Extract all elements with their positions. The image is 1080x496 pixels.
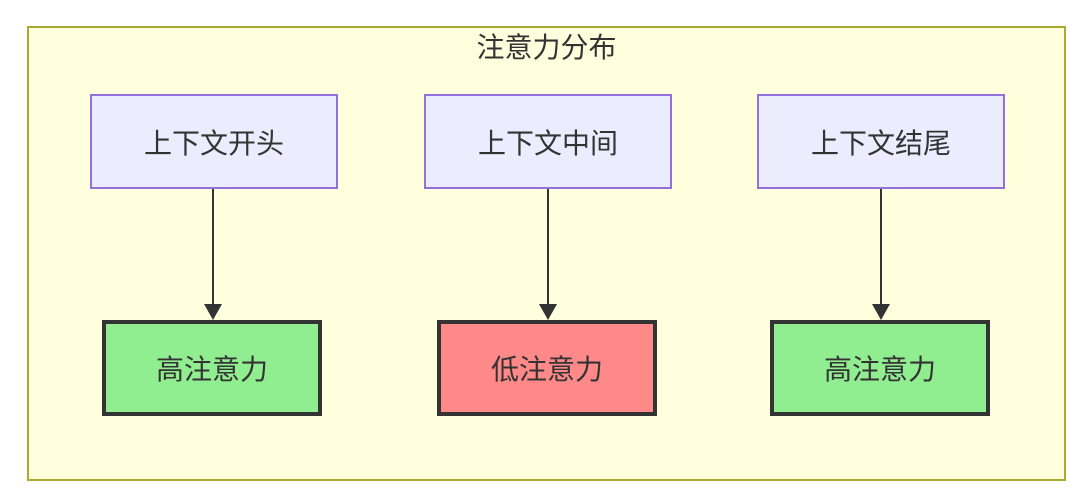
result-node-label: 低注意力: [490, 354, 603, 385]
result-node-high-attention: 高注意力: [102, 320, 322, 416]
arrow-shaft: [880, 189, 882, 306]
source-node-label: 上下文开头: [143, 127, 284, 159]
source-node-label: 上下文中间: [477, 127, 618, 159]
source-node-label: 上下文结尾: [810, 127, 951, 159]
arrow-down-icon: [872, 304, 890, 320]
arrow-shaft: [547, 189, 549, 306]
result-node-label: 高注意力: [155, 354, 268, 385]
arrow-down-icon: [539, 304, 557, 320]
result-node-low-attention: 低注意力: [437, 320, 657, 416]
result-node-high-attention: 高注意力: [770, 320, 990, 416]
diagram-title: 注意力分布: [476, 32, 617, 63]
result-node-label: 高注意力: [823, 354, 936, 385]
source-node-context-start: 上下文开头: [90, 94, 338, 189]
source-node-context-end: 上下文结尾: [757, 94, 1005, 189]
source-node-context-middle: 上下文中间: [424, 94, 672, 189]
arrow-shaft: [212, 189, 214, 306]
arrow-down-icon: [204, 304, 222, 320]
